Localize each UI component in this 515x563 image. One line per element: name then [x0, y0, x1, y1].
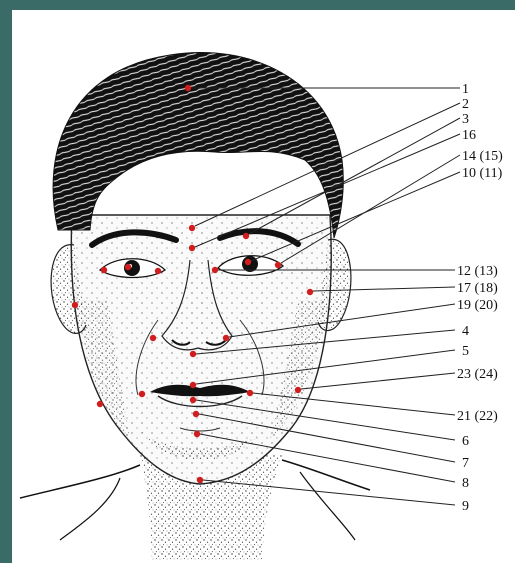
point-17-left [72, 302, 78, 308]
point-5 [190, 382, 196, 388]
label-2: 2 [462, 97, 469, 112]
label-5: 5 [462, 344, 469, 359]
label-10: 10 (11) [462, 166, 503, 181]
point-8 [194, 431, 200, 437]
label-21: 21 (22) [457, 409, 498, 424]
point-14-left [101, 267, 107, 273]
hair [53, 52, 343, 238]
point-14-right [275, 262, 281, 268]
point-7 [193, 411, 199, 417]
label-12: 12 (13) [457, 264, 498, 279]
label-9: 9 [462, 499, 469, 514]
point-10-left [125, 264, 131, 270]
label-6: 6 [462, 434, 469, 449]
label-8: 8 [462, 476, 469, 491]
label-1: 1 [462, 82, 469, 97]
point-21-right [247, 390, 253, 396]
point-19-right [223, 335, 229, 341]
label-16: 16 [462, 128, 476, 143]
point-23-right [295, 387, 301, 393]
point-labels: 1 2 3 16 14 (15) 10 (11) 12 (13) 17 (18)… [457, 82, 503, 514]
label-23: 23 (24) [457, 367, 498, 382]
label-7: 7 [462, 456, 469, 471]
illustration-panel: 1 2 3 16 14 (15) 10 (11) 12 (13) 17 (18)… [12, 10, 515, 563]
point-23-left [97, 401, 103, 407]
shoulder-line-right [282, 460, 370, 490]
shoulder-line-left [20, 465, 140, 498]
collar-left [60, 478, 120, 540]
label-17: 17 (18) [457, 281, 498, 296]
point-12-left [155, 268, 161, 274]
point-12-right [212, 267, 218, 273]
label-4: 4 [462, 324, 469, 339]
point-4 [190, 351, 196, 357]
point-19-left [150, 335, 156, 341]
point-21-left [139, 391, 145, 397]
point-16 [189, 245, 195, 251]
point-9 [197, 477, 203, 483]
point-3 [243, 233, 249, 239]
point-6 [190, 397, 196, 403]
point-10-right [245, 259, 251, 265]
label-3: 3 [462, 112, 469, 127]
point-2 [189, 225, 195, 231]
leader-14 [281, 155, 460, 263]
leader-23 [301, 373, 455, 389]
point-17-right [307, 289, 313, 295]
face-acupoint-diagram: 1 2 3 16 14 (15) 10 (11) 12 (13) 17 (18)… [12, 10, 515, 563]
label-14: 14 (15) [462, 149, 503, 164]
label-19: 19 (20) [457, 298, 498, 313]
point-1 [185, 85, 191, 91]
